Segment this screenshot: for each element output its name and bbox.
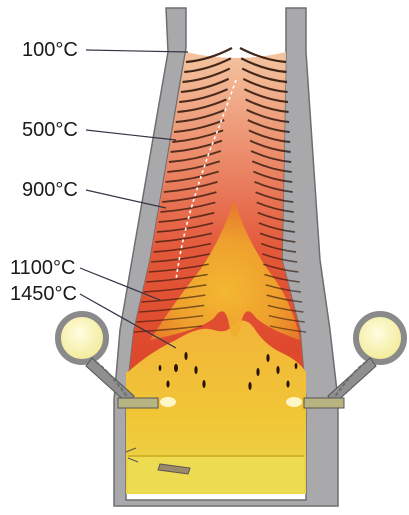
label-1100c: 1100°C — [10, 258, 75, 278]
label-900c: 900°C — [22, 180, 78, 200]
label-500c: 500°C — [22, 120, 78, 140]
label-100c: 100°C — [22, 40, 78, 60]
label-1450c: 1450°C — [10, 284, 77, 304]
molten-bath — [128, 456, 304, 492]
